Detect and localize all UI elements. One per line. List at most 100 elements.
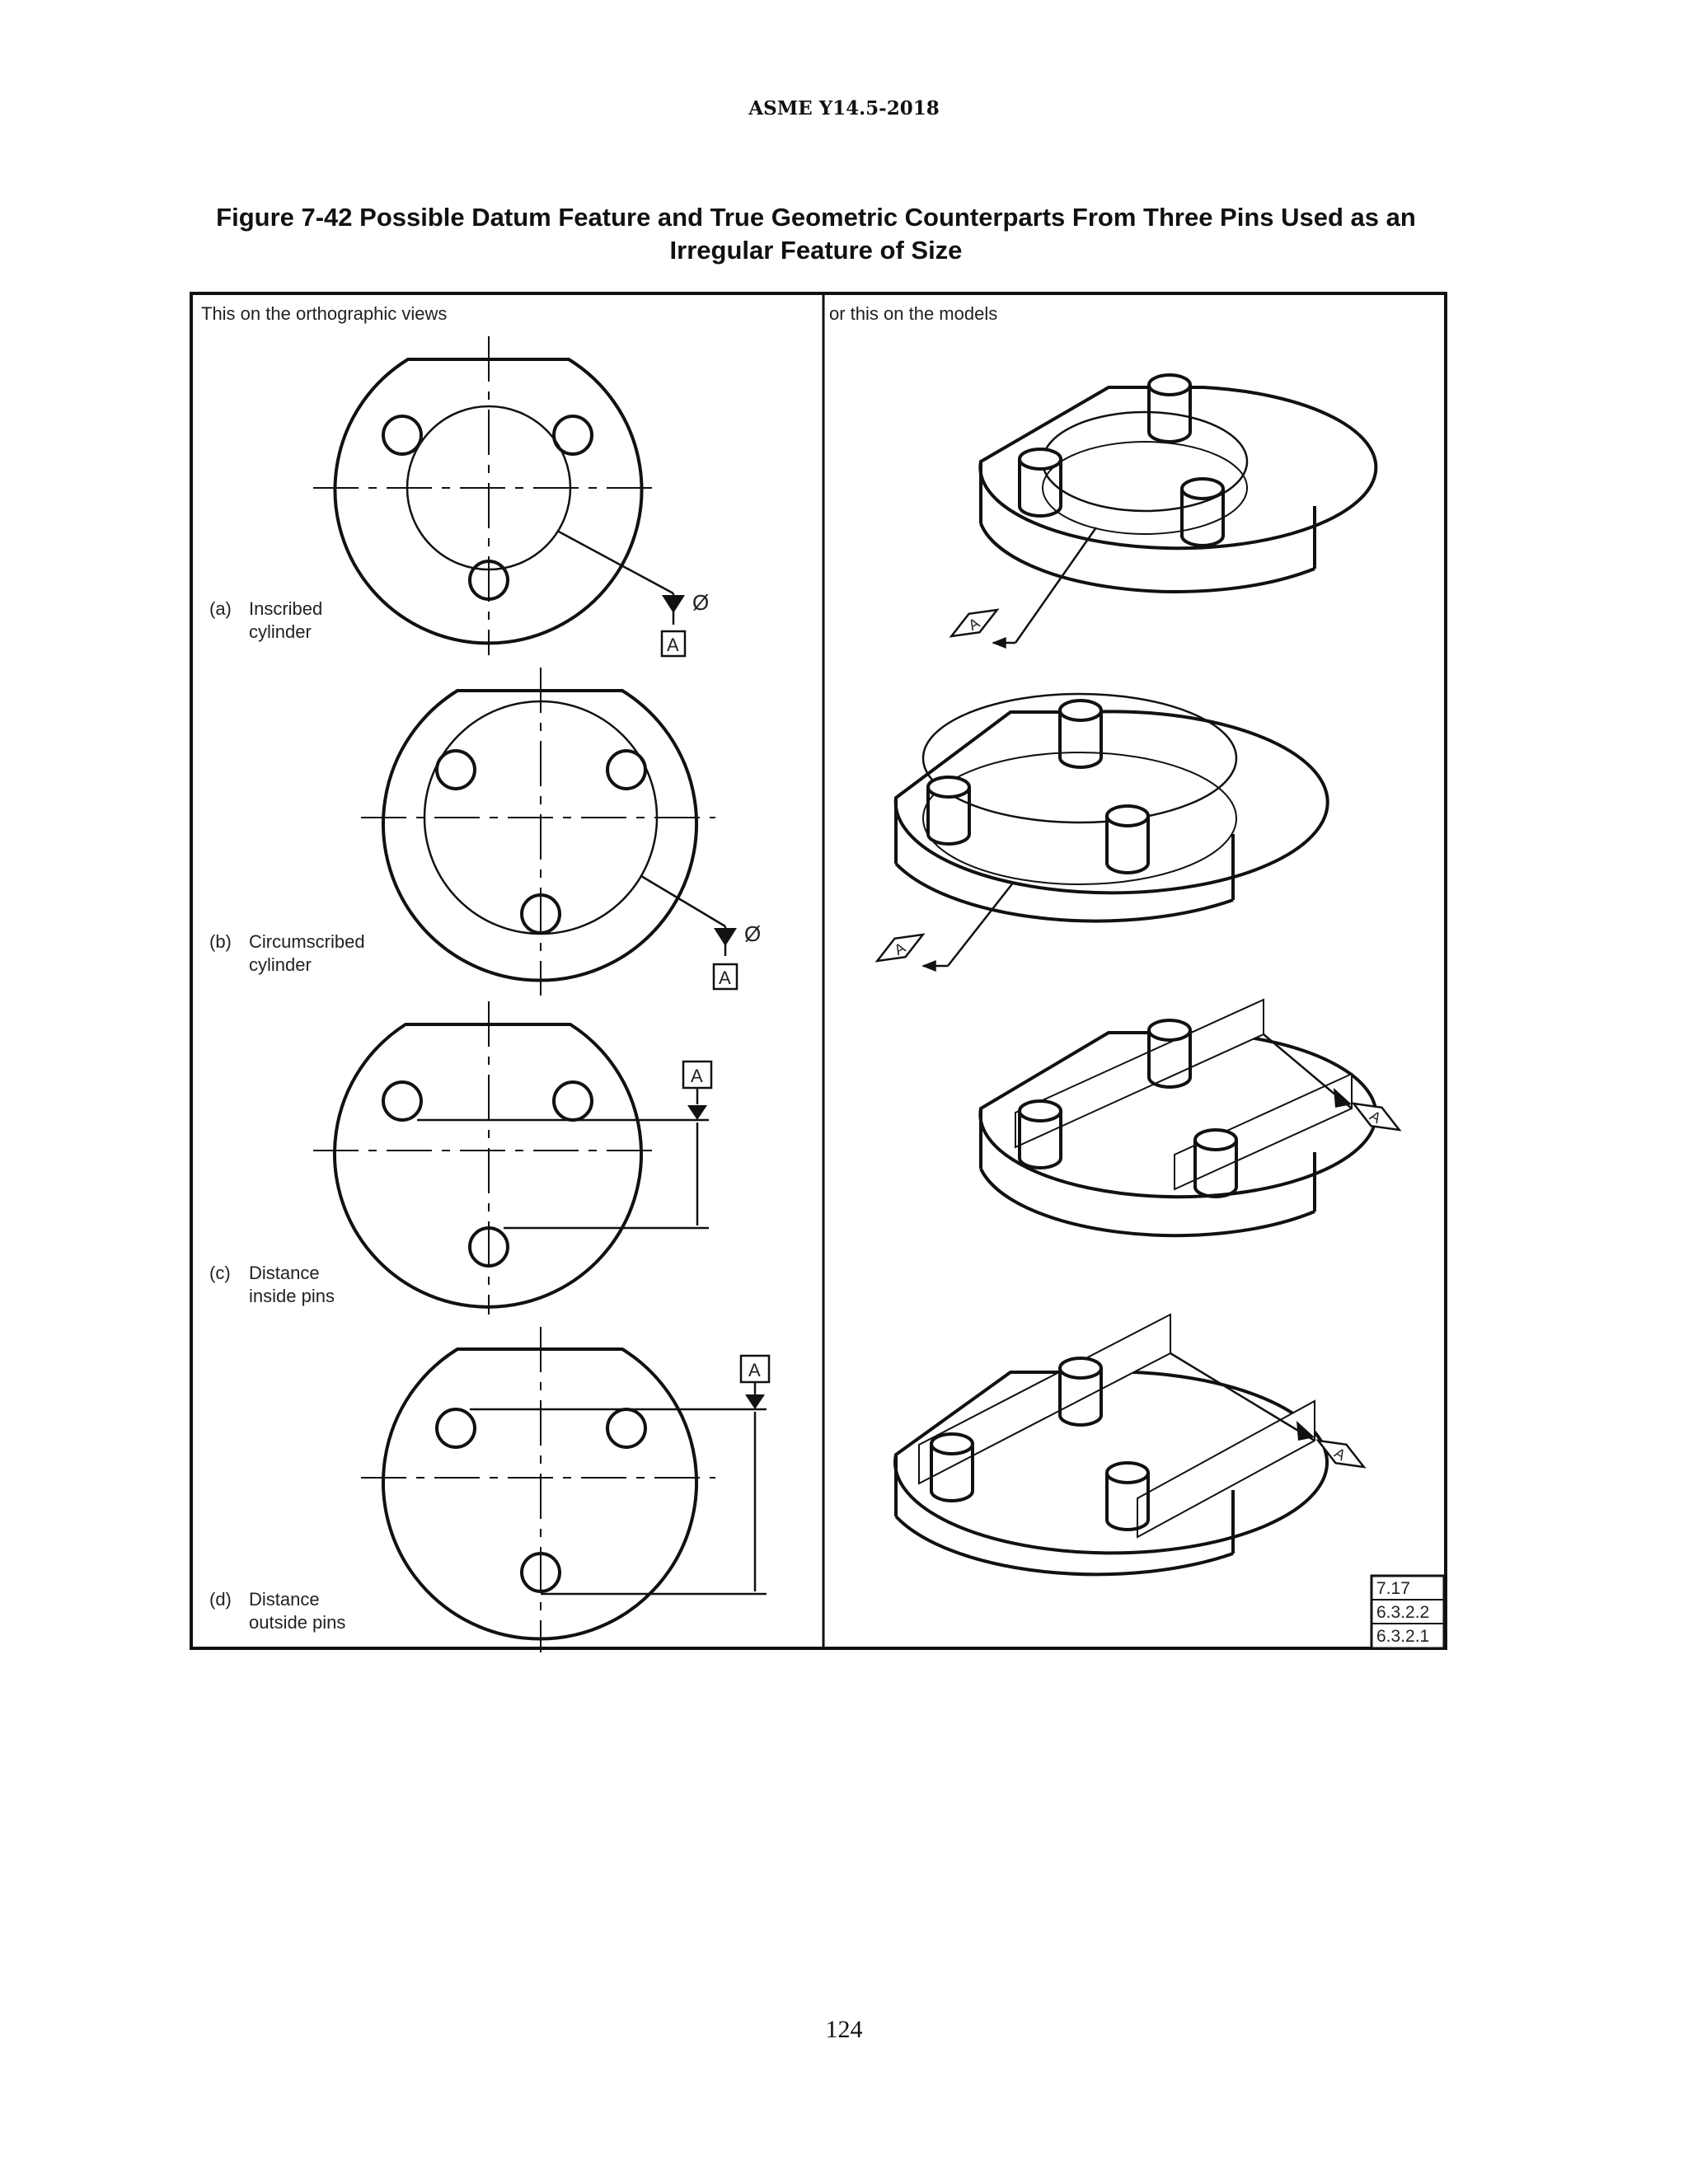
- datum-letter: A: [691, 1066, 703, 1086]
- pin: [435, 1408, 476, 1449]
- leader-line: [640, 874, 726, 928]
- panel-c-label-1: Distance: [249, 1263, 320, 1283]
- panel-d-label-2: outside pins: [249, 1612, 345, 1633]
- pin: [382, 1080, 423, 1122]
- datum-triangle: [662, 595, 685, 613]
- pin-model: [926, 776, 971, 846]
- pin: [382, 415, 423, 456]
- panel-b-tag: (b): [209, 931, 232, 952]
- panel-a-label-2: cylinder: [249, 621, 312, 642]
- pin: [606, 749, 647, 790]
- plate-outline: [382, 1347, 698, 1641]
- model-datum-tag: A: [949, 608, 1000, 638]
- panel-a-label-1: Inscribed: [249, 598, 322, 619]
- panel-b-label-1: Circumscribed: [249, 931, 365, 952]
- panel-c-model: [978, 998, 1378, 1238]
- pin-model: [1018, 448, 1062, 518]
- plate-outline: [382, 689, 698, 982]
- true-geometric-counterpart-plane: [1015, 998, 1353, 1191]
- pin: [468, 560, 509, 601]
- plate-bottom: [979, 523, 1315, 593]
- plate-outline: [333, 358, 644, 645]
- datum-frame: [712, 963, 738, 991]
- running-header: ASME Y14.5-2018: [748, 97, 940, 120]
- datum-letter: A: [748, 1360, 761, 1380]
- page-number: 124: [825, 2016, 863, 2043]
- pin: [435, 749, 476, 790]
- plate-bottom: [894, 862, 1234, 923]
- circumscribed-cylinder: [423, 700, 659, 935]
- panel-a-tag: (a): [209, 598, 232, 619]
- pin-model: [1147, 1019, 1192, 1089]
- pin-model: [930, 1432, 974, 1502]
- leader-line: [556, 529, 674, 595]
- leader-line: [1014, 527, 1098, 644]
- plate-top: [893, 710, 1329, 895]
- reference-1: 7.17: [1376, 1579, 1410, 1598]
- diameter-symbol: Ø: [692, 590, 709, 615]
- pin-model: [1147, 373, 1192, 443]
- figure-caption: Figure 7-42 Possible Datum Feature and T…: [132, 201, 1500, 267]
- datum-frame: [739, 1354, 771, 1384]
- panel-d-tag: (d): [209, 1589, 232, 1610]
- true-geometric-counterpart-plane: [918, 1313, 1315, 1539]
- datum-triangle: [714, 928, 737, 946]
- plate-top: [978, 386, 1378, 551]
- plate-bottom: [979, 1168, 1315, 1238]
- pin-model: [1105, 804, 1150, 874]
- plate-top: [978, 1031, 1378, 1199]
- reference-box: 7.17 6.3.2.2 6.3.2.1: [1370, 1574, 1446, 1650]
- diameter-symbol: Ø: [744, 921, 761, 946]
- inscribed-cylinder-base: [1042, 441, 1248, 535]
- datum-frame: [682, 1060, 713, 1090]
- pin: [606, 1408, 647, 1449]
- datum-triangle: [687, 1105, 707, 1120]
- pin-model: [1058, 1357, 1103, 1427]
- datum-letter: A: [667, 635, 679, 655]
- pin: [520, 1552, 561, 1593]
- model-datum-tag: A: [1315, 1439, 1367, 1469]
- panel-a-view: [313, 336, 675, 655]
- pin-model: [1180, 477, 1225, 547]
- leader-line: [947, 881, 1015, 967]
- panel-d-label-1: Distance: [249, 1589, 320, 1610]
- panel-c-view: [313, 1001, 709, 1315]
- model-datum-tag: A: [1351, 1102, 1402, 1132]
- right-column-heading: or this on the models: [829, 303, 997, 324]
- dimension-line: [1170, 1352, 1315, 1442]
- pin: [552, 1080, 593, 1122]
- datum-triangle: [745, 1394, 765, 1409]
- panel-b-view: [361, 668, 727, 996]
- left-column-heading: This on the orthographic views: [201, 303, 447, 324]
- figure-frame: [190, 292, 1447, 1650]
- plate-bottom: [894, 1515, 1234, 1577]
- panel-c-label-2: inside pins: [249, 1286, 335, 1306]
- pin: [468, 1226, 509, 1268]
- caption-line-1: Figure 7-42 Possible Datum Feature and T…: [216, 203, 1416, 232]
- panel-d-model: [893, 1313, 1329, 1577]
- pin: [552, 415, 593, 456]
- panel-d-view: [361, 1327, 767, 1652]
- circumscribed-cylinder: [921, 692, 1238, 824]
- datum-triangle: [1334, 1088, 1352, 1108]
- datum-frame: [660, 630, 687, 658]
- datum-letter: A: [719, 968, 731, 988]
- pin-model: [1018, 1099, 1062, 1169]
- panel-c-tag: (c): [209, 1263, 231, 1283]
- reference-2: 6.3.2.2: [1376, 1603, 1429, 1622]
- reference-3: 6.3.2.1: [1376, 1627, 1429, 1646]
- panel-a-model: [978, 373, 1378, 649]
- plate-top: [893, 1370, 1329, 1555]
- panel-b-model: [893, 692, 1329, 972]
- pin-model: [1193, 1128, 1238, 1198]
- circumscribed-cylinder-base: [922, 752, 1237, 885]
- pin-model: [1058, 699, 1103, 769]
- inscribed-cylinder: [406, 405, 572, 571]
- model-datum-tag: A: [874, 933, 926, 963]
- caption-line-2: Irregular Feature of Size: [669, 236, 963, 265]
- pin-model: [1105, 1461, 1150, 1531]
- datum-triangle: [1296, 1421, 1315, 1441]
- plate-outline: [333, 1023, 643, 1309]
- panel-b-label-2: cylinder: [249, 954, 312, 975]
